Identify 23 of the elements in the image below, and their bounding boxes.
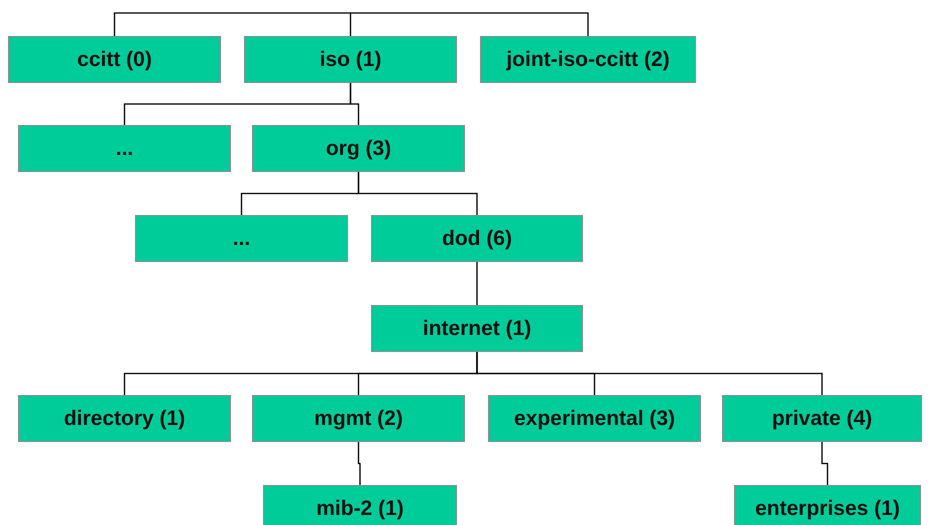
tree-node: private (4)	[722, 395, 922, 442]
connector-line	[476, 352, 823, 395]
connector-line	[476, 262, 478, 305]
connector-line	[821, 442, 828, 485]
tree-node: mgmt (2)	[252, 395, 465, 442]
connector-line	[349, 12, 352, 36]
tree-node: experimental (3)	[488, 395, 701, 442]
tree-node: dod (6)	[371, 215, 583, 262]
connector-line	[114, 12, 350, 36]
tree-node: mib-2 (1)	[263, 485, 457, 525]
tree-node: directory (1)	[18, 395, 231, 442]
connector-line	[358, 442, 361, 485]
tree-node: org (3)	[252, 125, 465, 172]
tree-node: ccitt (0)	[8, 36, 221, 83]
connector-line	[350, 12, 589, 36]
connector-line	[350, 83, 360, 125]
connector-line	[358, 172, 478, 215]
tree-node: ...	[18, 125, 231, 172]
tree-node: ...	[135, 215, 348, 262]
tree-node: internet (1)	[371, 305, 583, 352]
tree-node: enterprises (1)	[734, 485, 921, 525]
tree-node: joint-iso-ccitt (2)	[480, 36, 696, 83]
tree-node: iso (1)	[244, 36, 457, 83]
